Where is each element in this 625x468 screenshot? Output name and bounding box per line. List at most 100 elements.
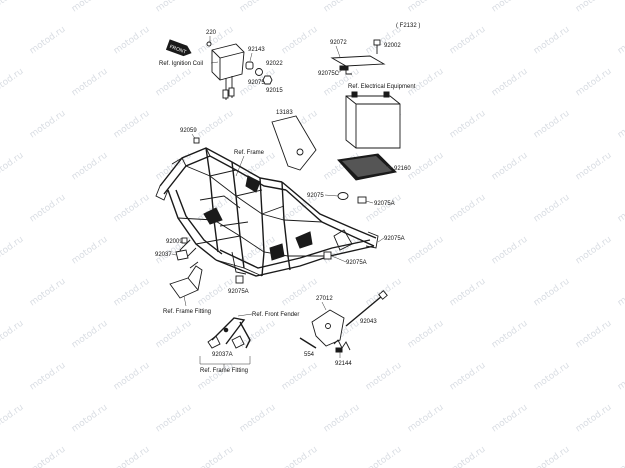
watermark-text: motod.ru [490, 67, 530, 99]
front-arrow-icon: FRONT [165, 39, 192, 57]
watermark-text: motod.ru [112, 25, 152, 57]
watermark-text: motod.ru [154, 0, 194, 14]
label-92143: 92143 [248, 47, 265, 53]
watermark-text: motod.ru [28, 25, 68, 57]
watermark-text: motod.ru [574, 235, 614, 267]
watermark-text: motod.ru [364, 361, 404, 393]
watermark-text: motod.ru [280, 445, 320, 468]
bolt-92143-part [245, 61, 254, 70]
label-92075b: 92075B [248, 80, 269, 86]
label-92075a-right-lower: 92075A [384, 236, 405, 242]
watermark-text: motod.ru [0, 403, 26, 435]
watermark-text: motod.ru [238, 0, 278, 14]
watermark-text: motod.ru [196, 445, 236, 468]
label-92022: 92022 [266, 61, 283, 67]
watermark-text: motod.ru [364, 193, 404, 225]
spring-92144-part [333, 339, 351, 353]
watermark-text: motod.ru [532, 277, 572, 309]
washer-92022-part [255, 68, 263, 76]
clamp-92037-part [175, 249, 189, 261]
label-92144: 92144 [335, 361, 352, 367]
ignition-coil-part [206, 41, 245, 100]
watermark-text: motod.ru [616, 277, 625, 309]
battery-bracket-part [330, 55, 386, 75]
label-92037a: 92037A [212, 352, 233, 358]
watermark-text: motod.ru [532, 109, 572, 141]
watermark-text: motod.ru [490, 151, 530, 183]
watermark-text: motod.ru [28, 109, 68, 141]
bolt-92009-part [181, 237, 188, 244]
pin-554-part [299, 337, 317, 349]
watermark-text: motod.ru [448, 277, 488, 309]
watermark-text: motod.ru [616, 445, 625, 468]
battery-part [345, 91, 401, 149]
label-92009: 92009 [166, 239, 183, 245]
watermark-text: motod.ru [154, 403, 194, 435]
watermark-text: motod.ru [280, 361, 320, 393]
watermark-text: motod.ru [364, 445, 404, 468]
watermark-text: motod.ru [406, 0, 446, 14]
bolt-92043-part [345, 290, 388, 327]
watermark-text: motod.ru [280, 277, 320, 309]
watermark-text: motod.ru [112, 445, 152, 468]
label-27012: 27012 [316, 296, 333, 302]
watermark-text: motod.ru [490, 0, 530, 14]
damper-92075a-center-part [323, 251, 332, 260]
watermark-text: motod.ru [574, 67, 614, 99]
watermark-text: motod.ru [28, 445, 68, 468]
frame-fitting-left-part [169, 261, 203, 299]
watermark-text: motod.ru [28, 193, 68, 225]
damper-92075a-bottom-part [235, 275, 244, 284]
watermark-text: motod.ru [532, 445, 572, 468]
watermark-text: motod.ru [364, 25, 404, 57]
watermark-text: motod.ru [70, 151, 110, 183]
label-ref-front-fender: Ref. Front Fender [252, 312, 299, 318]
label-ref-frame-fitting-2: Ref. Frame Fitting [200, 368, 248, 374]
label-ref-frame-fitting-1: Ref. Frame Fitting [163, 309, 211, 315]
watermark-text: motod.ru [406, 151, 446, 183]
watermark-text: motod.ru [0, 319, 26, 351]
label-92072: 92072 [330, 40, 347, 46]
cover-13183-part [271, 115, 317, 171]
watermark-text: motod.ru [70, 67, 110, 99]
watermark-text: motod.ru [490, 403, 530, 435]
watermark-text: motod.ru [406, 403, 446, 435]
bracket-27012-part [311, 309, 345, 347]
label-92002: 92002 [384, 43, 401, 49]
label-92015: 92015 [266, 88, 283, 94]
watermark-text: motod.ru [322, 403, 362, 435]
label-92075a-bottom: 92075A [228, 289, 249, 295]
watermark-text: motod.ru [616, 25, 625, 57]
fender-bracket-part [207, 317, 251, 349]
watermark-text: motod.ru [406, 235, 446, 267]
label-ref-electrical-equipment: Ref. Electrical Equipment [348, 84, 416, 90]
watermark-text: motod.ru [448, 109, 488, 141]
watermark-text: motod.ru [448, 445, 488, 468]
watermark-text: motod.ru [112, 193, 152, 225]
watermark-text: motod.ru [448, 25, 488, 57]
watermark-text: motod.ru [70, 319, 110, 351]
watermark-text: motod.ru [532, 25, 572, 57]
watermark-text: motod.ru [154, 67, 194, 99]
watermark-text: motod.ru [406, 67, 446, 99]
watermark-text: motod.ru [0, 151, 26, 183]
watermark-text: motod.ru [616, 109, 625, 141]
watermark-text: motod.ru [322, 0, 362, 14]
watermark-text: motod.ru [196, 109, 236, 141]
label-92160: 92160 [394, 166, 411, 172]
watermark-text: motod.ru [112, 277, 152, 309]
damper-92075a-upper-part [357, 196, 367, 204]
label-ref-frame: Ref. Frame [234, 150, 265, 156]
watermark-text: motod.ru [280, 25, 320, 57]
label-92075a-center: 92075A [346, 260, 367, 266]
label-220: 220 [206, 30, 217, 36]
watermark-text: motod.ru [0, 67, 26, 99]
watermark-text: motod.ru [574, 151, 614, 183]
label-92043: 92043 [360, 319, 377, 325]
watermark-text: motod.ru [0, 0, 26, 14]
watermark-text: motod.ru [112, 109, 152, 141]
watermark-text: motod.ru [490, 319, 530, 351]
frame-part [155, 147, 379, 277]
bolt-92002-part [373, 39, 381, 54]
